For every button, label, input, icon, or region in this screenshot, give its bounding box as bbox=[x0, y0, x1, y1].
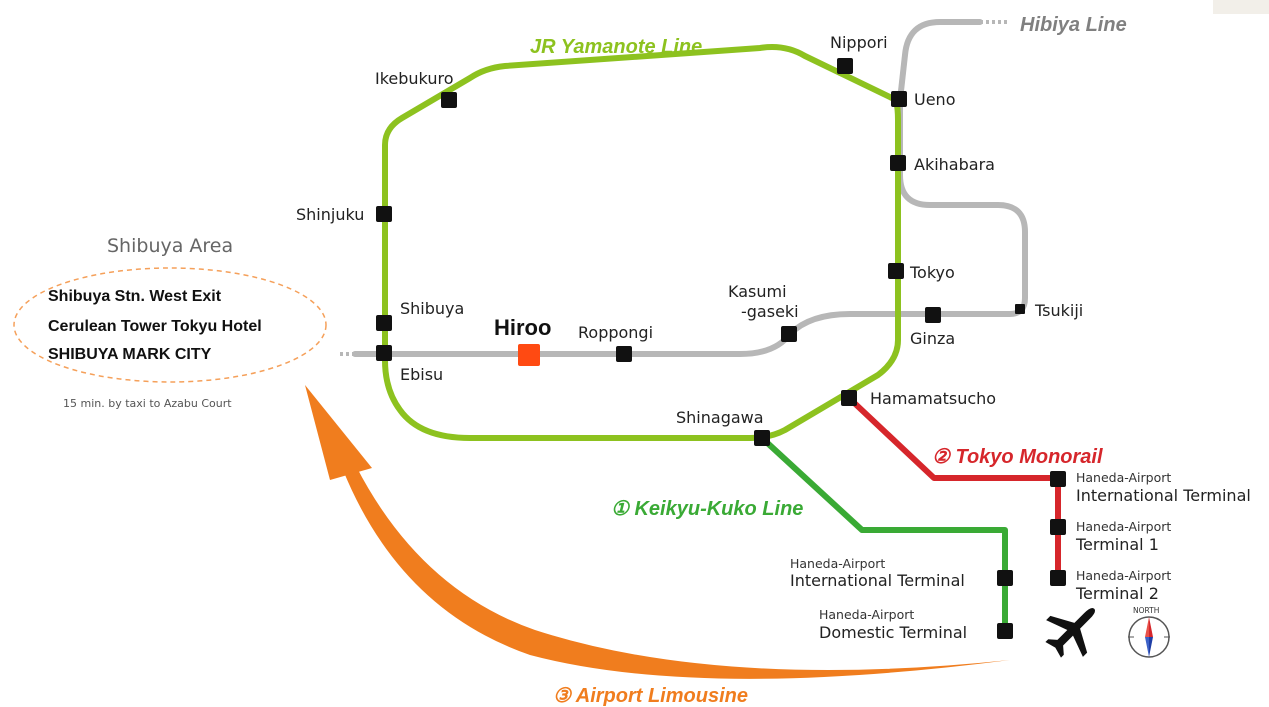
airplane-icon bbox=[1045, 607, 1096, 658]
label-nippori: Nippori bbox=[830, 33, 888, 52]
station-shinjuku[interactable] bbox=[376, 206, 392, 222]
station-nippori[interactable] bbox=[837, 58, 853, 74]
station-tsukiji[interactable] bbox=[1015, 304, 1025, 314]
label-tokyo: Tokyo bbox=[909, 263, 955, 282]
label-shinagawa: Shinagawa bbox=[676, 408, 764, 427]
compass-icon bbox=[1128, 616, 1170, 658]
label-hiroo: Hiroo bbox=[494, 315, 551, 340]
station-mono-t1[interactable] bbox=[1050, 519, 1066, 535]
station-kasumigaseki[interactable] bbox=[781, 326, 797, 342]
station-hamamatsucho[interactable] bbox=[841, 390, 857, 406]
station-hiroo[interactable] bbox=[518, 344, 540, 366]
limousine-arrow-head bbox=[305, 385, 372, 480]
monorail-line-label: ② Tokyo Monorail bbox=[932, 446, 1103, 468]
station-ikebukuro[interactable] bbox=[441, 92, 457, 108]
label-ebisu: Ebisu bbox=[400, 365, 443, 384]
corner-box bbox=[1213, 0, 1269, 14]
label-mono-intl-1: Haneda-Airport bbox=[1076, 470, 1171, 485]
label-kasumigaseki-1: Kasumi bbox=[728, 282, 787, 301]
station-ginza[interactable] bbox=[925, 307, 941, 323]
shibuya-area-note: 15 min. by taxi to Azabu Court bbox=[63, 397, 232, 410]
label-ueno: Ueno bbox=[914, 90, 955, 109]
compass-label: NORTH bbox=[1133, 606, 1159, 615]
keikyu-line-label: ① Keikyu-Kuko Line bbox=[611, 498, 803, 520]
label-mono-t2-2: Terminal 2 bbox=[1075, 584, 1159, 603]
limousine-arrow-path bbox=[343, 466, 1010, 679]
station-mono-t2[interactable] bbox=[1050, 570, 1066, 586]
station-shinagawa[interactable] bbox=[754, 430, 770, 446]
station-keikyu-domestic[interactable] bbox=[997, 623, 1013, 639]
shibuya-area-item-2: Cerulean Tower Tokyu Hotel bbox=[48, 318, 262, 335]
label-shibuya: Shibuya bbox=[400, 299, 464, 318]
label-mono-t1-1: Haneda-Airport bbox=[1076, 519, 1171, 534]
label-mono-t1-2: Terminal 1 bbox=[1075, 535, 1159, 554]
label-akihabara: Akihabara bbox=[914, 155, 995, 174]
label-ikebukuro: Ikebukuro bbox=[375, 69, 453, 88]
station-roppongi[interactable] bbox=[616, 346, 632, 362]
station-tokyo[interactable] bbox=[888, 263, 904, 279]
label-hamamatsucho: Hamamatsucho bbox=[870, 389, 996, 408]
hibiya-line-label: Hibiya Line bbox=[1020, 14, 1127, 36]
station-markers bbox=[376, 58, 1066, 639]
yamanote-line-label: JR Yamanote Line bbox=[530, 36, 702, 58]
label-tsukiji: Tsukiji bbox=[1034, 301, 1083, 320]
label-keikyu-dom-1: Haneda-Airport bbox=[819, 607, 914, 622]
station-keikyu-intl[interactable] bbox=[997, 570, 1013, 586]
yamanote-line-path bbox=[382, 44, 901, 441]
shibuya-area-title: Shibuya Area bbox=[107, 235, 233, 257]
label-ginza: Ginza bbox=[910, 329, 955, 348]
shibuya-area-ellipse bbox=[13, 267, 327, 383]
label-shinjuku: Shinjuku bbox=[296, 205, 364, 224]
monorail-line-path bbox=[846, 395, 1061, 578]
label-roppongi: Roppongi bbox=[578, 323, 653, 342]
station-ueno[interactable] bbox=[891, 91, 907, 107]
station-ebisu[interactable] bbox=[376, 345, 392, 361]
label-kasumigaseki-2: -gaseki bbox=[741, 302, 799, 321]
label-keikyu-dom-2: Domestic Terminal bbox=[819, 623, 967, 642]
label-keikyu-intl-2: International Terminal bbox=[790, 571, 965, 590]
label-mono-intl-2: International Terminal bbox=[1076, 486, 1251, 505]
station-mono-intl[interactable] bbox=[1050, 471, 1066, 487]
label-keikyu-intl-1: Haneda-Airport bbox=[790, 556, 885, 571]
shibuya-area-item-1: Shibuya Stn. West Exit bbox=[48, 288, 222, 305]
shibuya-area-item-3: SHIBUYA MARK CITY bbox=[48, 346, 212, 363]
station-shibuya[interactable] bbox=[376, 315, 392, 331]
label-mono-t2-1: Haneda-Airport bbox=[1076, 568, 1171, 583]
limousine-line-label: ③ Airport Limousine bbox=[553, 685, 748, 707]
station-akihabara[interactable] bbox=[890, 155, 906, 171]
